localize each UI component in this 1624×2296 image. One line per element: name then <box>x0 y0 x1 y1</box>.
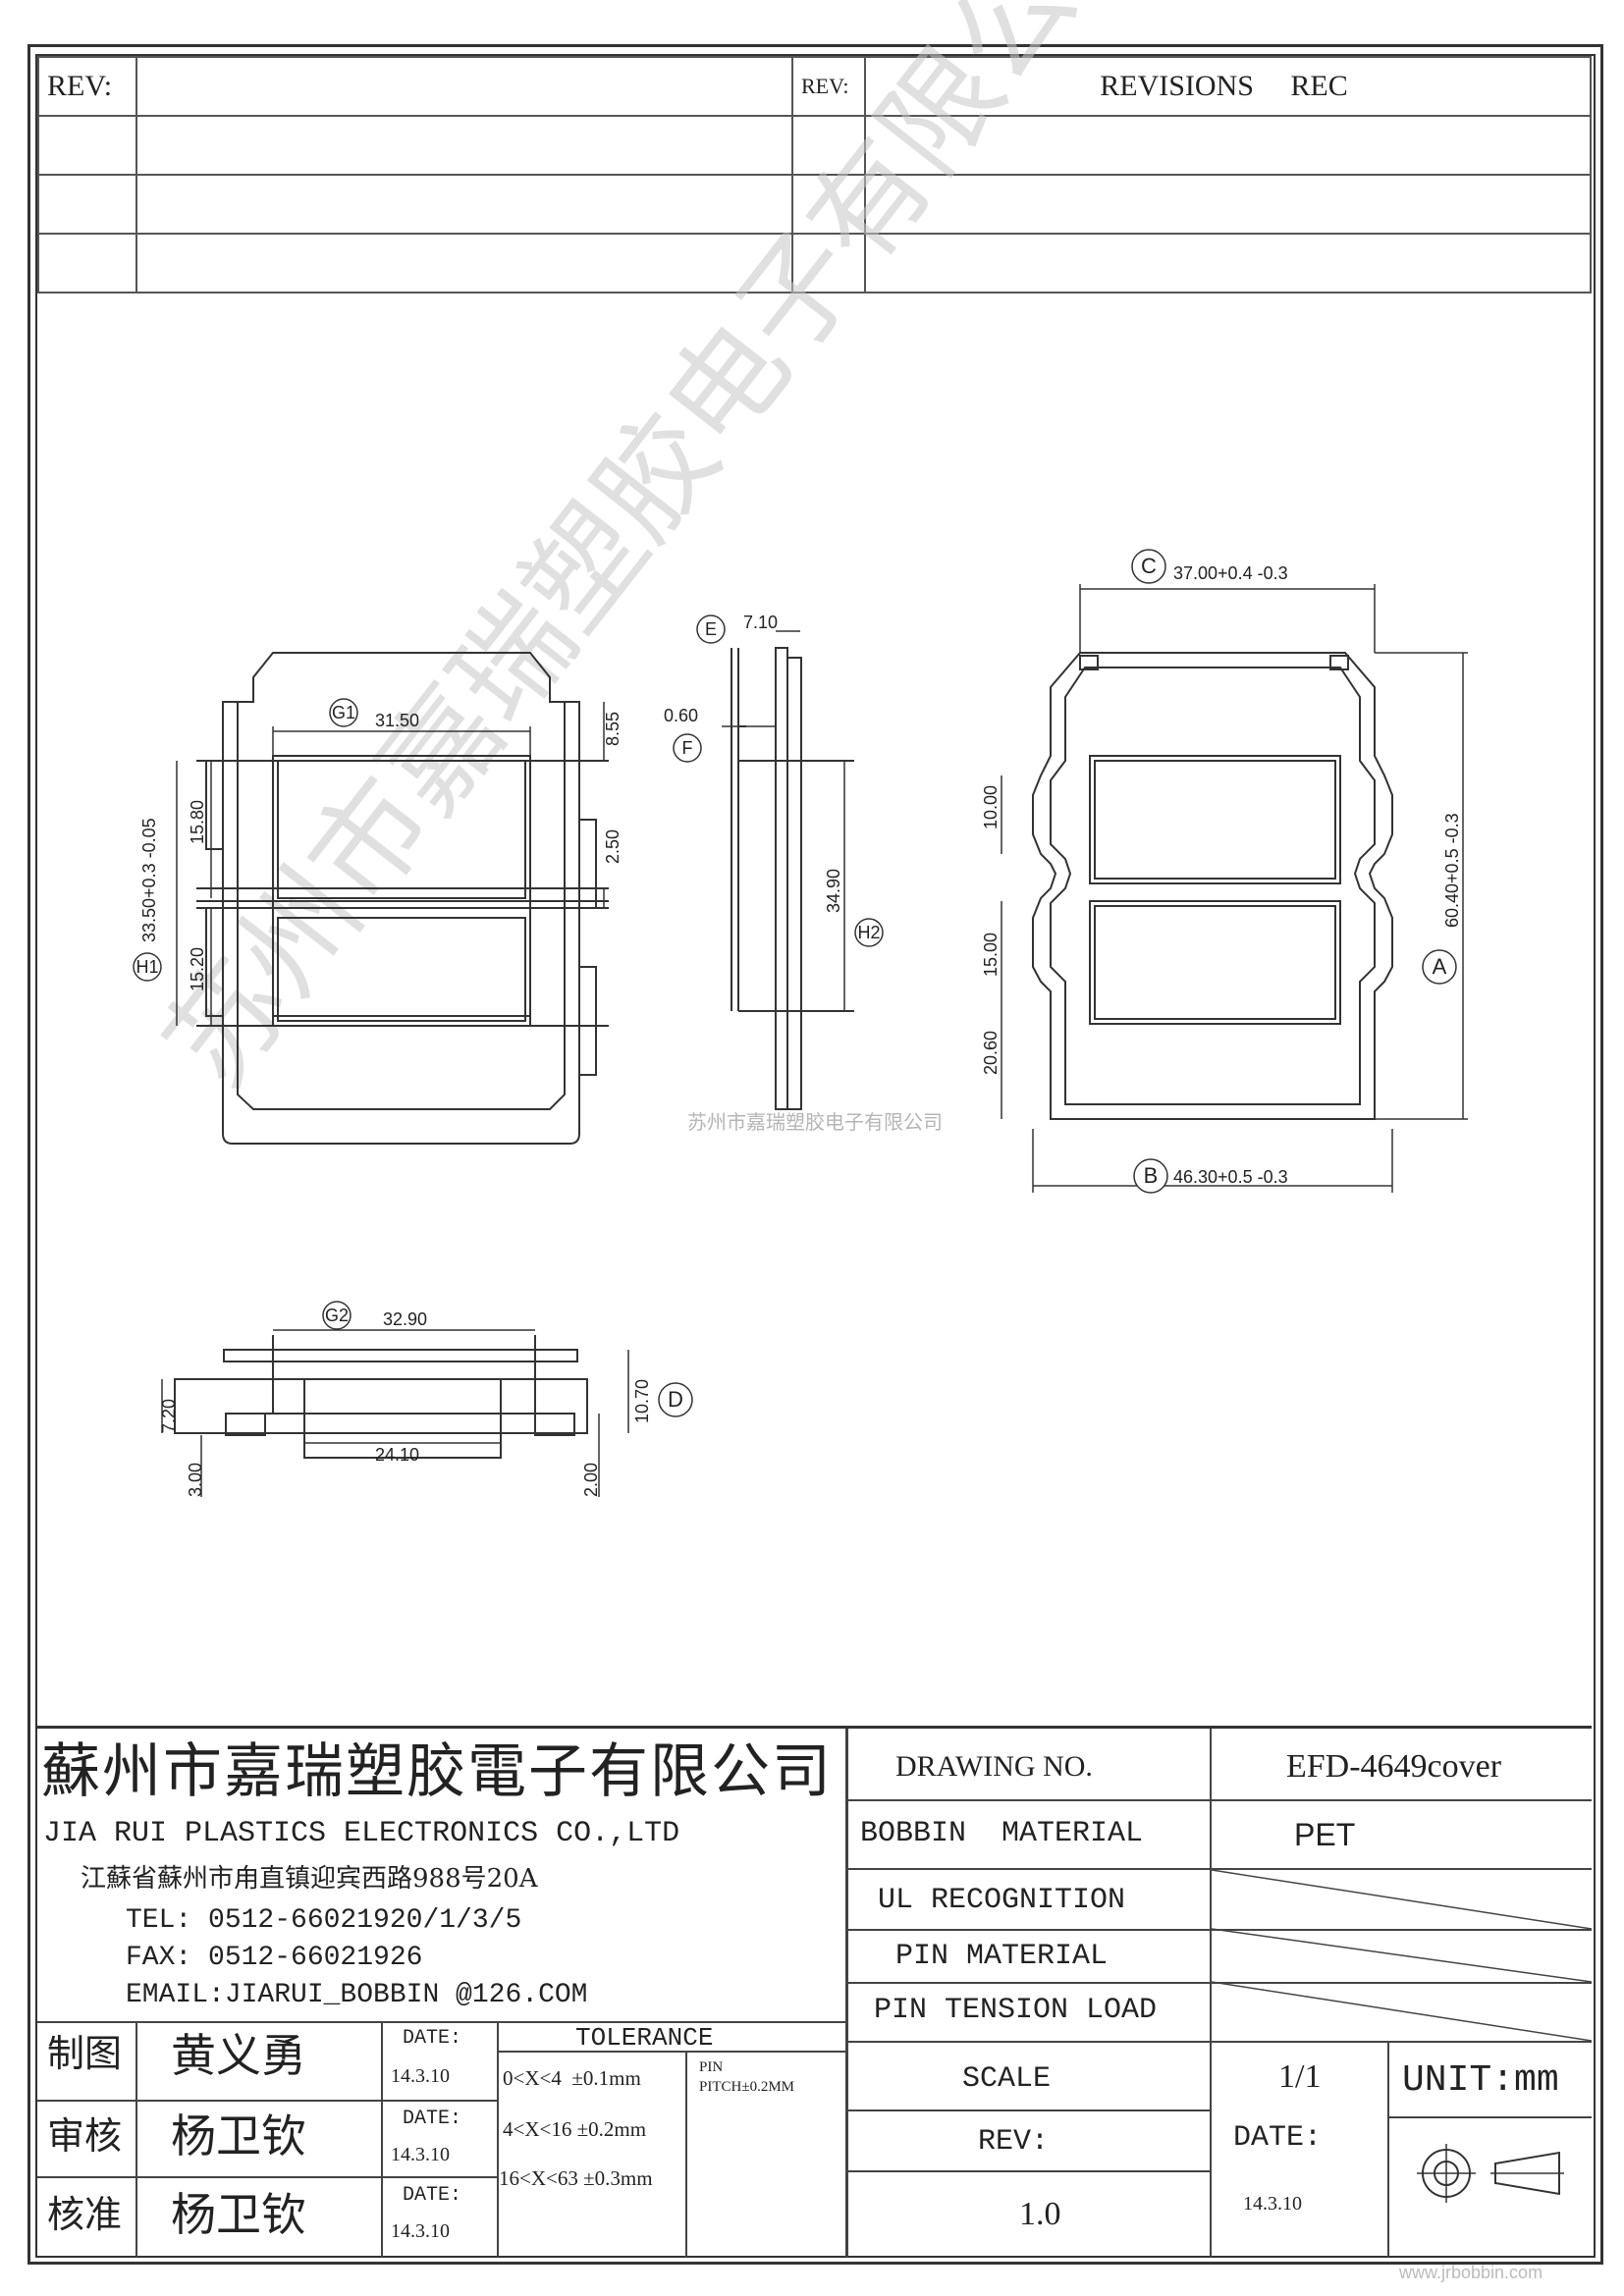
label-h2: H2 <box>857 923 880 942</box>
tolerance-1: 4<X<16 ±0.2mm <box>503 2117 647 2141</box>
dim-15-00: 15.00 <box>981 933 1001 977</box>
dim-15-20: 15.20 <box>188 947 207 991</box>
dim-e: 7.10 <box>743 613 778 632</box>
revisions-header: REVISIONS REC <box>864 56 1592 117</box>
label-f: F <box>682 738 693 758</box>
rev-value: 1.0 <box>1019 2196 1061 2232</box>
title-block: DRAWING NO. EFD-4649cover BOBBIN MATERIA… <box>37 1726 1592 2257</box>
revision-table: REV: REV: REVISIONS REC <box>37 56 1592 294</box>
role-0-date: 14.3.10 <box>391 2065 450 2087</box>
dim-24-10: 24.10 <box>375 1445 419 1465</box>
top-view-left <box>196 652 609 1145</box>
drawing-no-label: DRAWING NO. <box>895 1750 1093 1783</box>
scale-label: SCALE <box>962 2062 1052 2096</box>
outer-border <box>27 44 1603 2265</box>
label-a: A <box>1433 954 1447 979</box>
tolerance-0: 0<X<4 ±0.1mm <box>503 2066 641 2090</box>
company-tel: TEL: 0512-66021920/1/3/5 <box>126 1905 522 1936</box>
label-g2: G2 <box>325 1306 349 1325</box>
company-name-cn: 蘇州市嘉瑞塑胶電子有限公司 <box>41 1737 833 1806</box>
rev-label-right: REV: <box>791 56 866 117</box>
dim-h1: 33.50+0.3 -0.05 <box>139 818 159 942</box>
bobbin-material: PET <box>1294 1817 1356 1852</box>
front-view <box>174 1335 588 1459</box>
label-d: D <box>668 1387 683 1412</box>
label-c: C <box>1141 554 1157 578</box>
dim-7-20: 7.20 <box>159 1399 179 1433</box>
drawing-no: EFD-4649cover <box>1286 1748 1502 1785</box>
role-2-name: 杨卫钦 <box>171 2188 306 2241</box>
website-watermark: www.jrbobbin.com <box>1399 2263 1543 2282</box>
dim-8-55: 8.55 <box>603 712 623 746</box>
dim-c: 37.00+0.4 -0.3 <box>1173 563 1288 583</box>
center-watermark: 苏州市嘉瑞塑胶电子有限公司 <box>687 1111 943 1134</box>
label-e: E <box>705 619 717 639</box>
top-view-right <box>1032 652 1393 1120</box>
side-view <box>731 647 854 1110</box>
label-g1: G1 <box>332 703 355 722</box>
dim-2-50: 2.50 <box>603 829 623 864</box>
pin-pitch: PIN PITCH±0.2MM <box>699 2059 794 2095</box>
label-h1: H1 <box>135 957 158 977</box>
role-1-date-label: DATE: <box>403 2108 462 2130</box>
role-1-name: 杨卫钦 <box>171 2109 306 2163</box>
pin-material-label: PIN MATERIAL <box>895 1940 1109 1973</box>
tolerance-2: 16<X<63 ±0.3mm <box>499 2166 653 2190</box>
role-1-date: 14.3.10 <box>391 2144 450 2165</box>
rev-label: REV: <box>978 2125 1050 2159</box>
projection-symbol-icon <box>1417 2144 1564 2203</box>
dim-b: 46.30+0.5 -0.3 <box>1173 1167 1288 1187</box>
pin-tension-label: PIN TENSION LOAD <box>874 1994 1158 2027</box>
ul-label: UL RECOGNITION <box>878 1884 1126 1917</box>
rev-label-left: REV: <box>37 56 137 117</box>
bobbin-material-label: BOBBIN MATERIAL <box>860 1817 1144 1850</box>
label-b: B <box>1144 1163 1159 1188</box>
dim-15-80: 15.80 <box>188 800 207 844</box>
dim-g2: 32.90 <box>383 1309 427 1329</box>
scale-value: 1/1 <box>1278 2058 1322 2095</box>
company-fax: FAX: 0512-66021926 <box>126 1943 423 1973</box>
dim-g1: 31.50 <box>375 711 419 730</box>
dim-10-00: 10.00 <box>981 785 1001 829</box>
company-email: EMAIL:JIARUI_BOBBIN @126.COM <box>126 1980 588 2010</box>
dim-h2: 34.90 <box>824 869 843 913</box>
company-name-en: JIA RUI PLASTICS ELECTRONICS CO.,LTD <box>43 1817 680 1850</box>
role-0-date-label: DATE: <box>403 2027 462 2050</box>
role-2: 核准 <box>47 2193 123 2236</box>
dim-20-60: 20.60 <box>981 1031 1001 1075</box>
unit: UNIT:mm <box>1402 2059 1559 2102</box>
tolerance-title: TOLERANCE <box>575 2023 714 2053</box>
role-0: 制图 <box>47 2032 123 2075</box>
dim-3-00: 3.00 <box>186 1463 205 1497</box>
role-0-name: 黄义勇 <box>171 2029 306 2082</box>
dim-a: 60.40+0.5 -0.3 <box>1442 813 1462 928</box>
role-2-date: 14.3.10 <box>391 2220 450 2242</box>
date-value: 14.3.10 <box>1243 2193 1302 2215</box>
inner-border <box>35 54 1596 2258</box>
date-label: DATE: <box>1233 2121 1323 2155</box>
technical-drawing: G1 H1 E F H2 C A B G2 D 31.50 33.50+0.3 … <box>133 549 1468 1497</box>
company-address: 江蘇省蘇州市甪直镇迎宾西路988号20A <box>81 1864 538 1894</box>
dim-2-00: 2.00 <box>581 1463 601 1497</box>
hatch-lines <box>1212 1870 1592 2041</box>
role-2-date-label: DATE: <box>403 2184 462 2207</box>
dim-d: 10.70 <box>632 1379 652 1423</box>
role-1: 审核 <box>47 2114 123 2158</box>
dim-f: 0.60 <box>664 706 698 725</box>
